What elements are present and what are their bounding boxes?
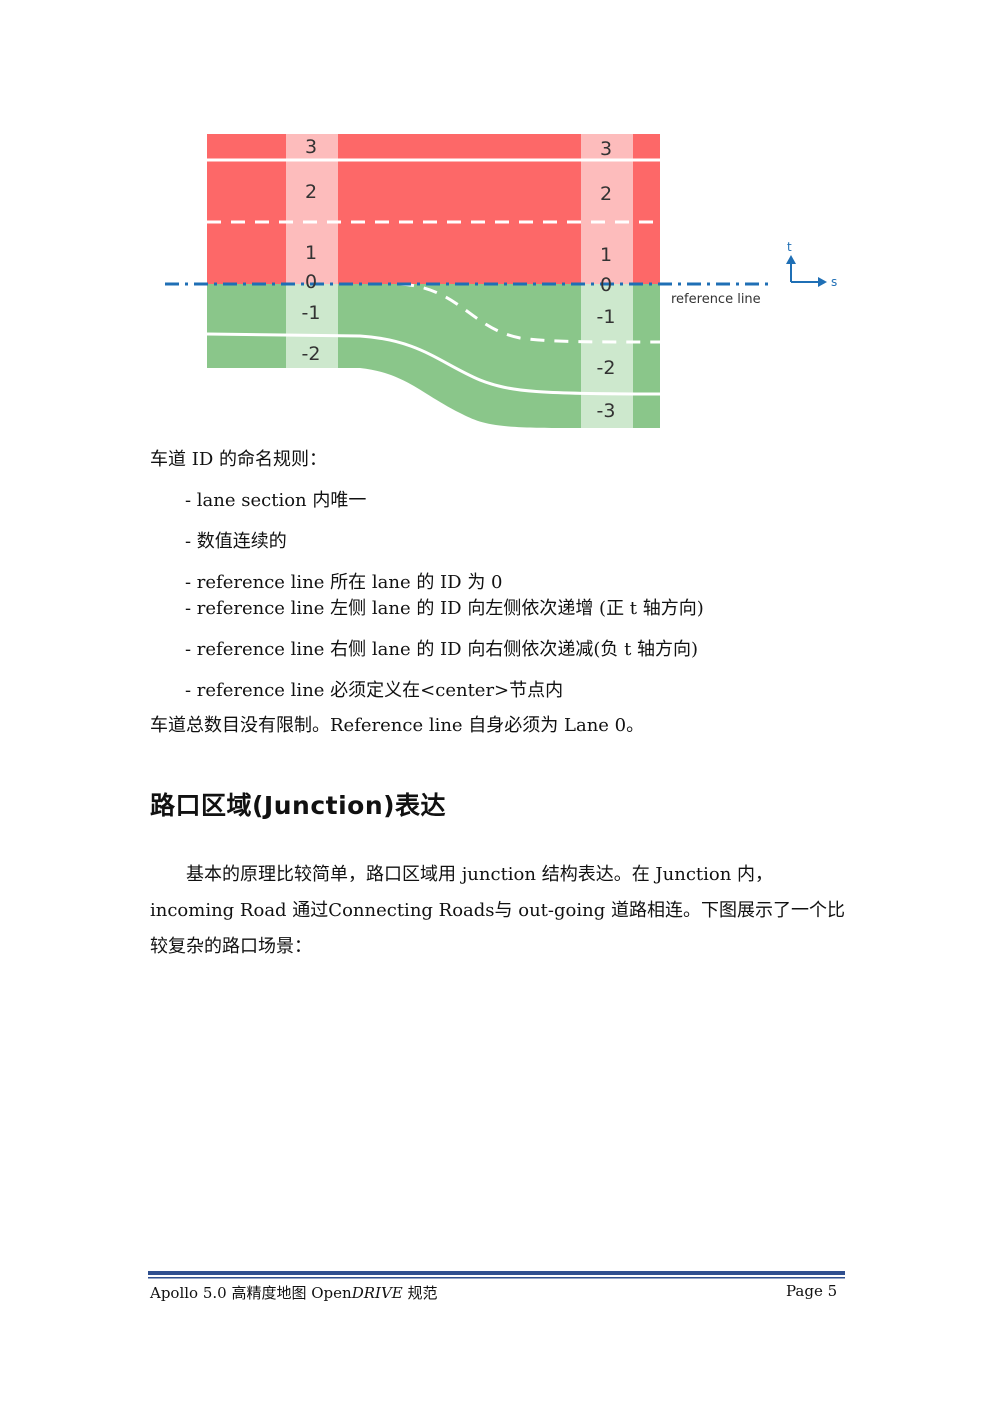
junction-paragraph: 基本的原理比较简单，路口区域用 junction 结构表达。在 Junction… [150,857,845,965]
lane-label-left-2: 2 [305,181,317,203]
lane-label-left-3: 3 [305,136,317,158]
lane-label-left-minus2: -2 [302,343,321,365]
axis-indicator [790,261,820,283]
lane-label-right-minus1: -1 [597,306,616,328]
footer-doc-title: Apollo 5.0 高精度地图 OpenDRIVE 规范 [150,1282,438,1303]
footer-title-suffix: 规范 [402,1284,438,1302]
lane-border-minus1-minus2 [206,332,661,396]
footer-rule [148,1271,845,1279]
rule-item: - reference line 必须定义在<center>节点内 [185,680,564,701]
footer-title-italic: DRIVE [351,1284,403,1302]
section-heading: 路口区域(Junction)表达 [150,791,447,820]
lane-label-right-3: 3 [600,138,612,160]
rule-item: - reference line 右侧 lane 的 ID 向右侧依次递减(负 … [185,639,699,660]
lane-label-left-1: 1 [305,242,317,264]
axis-s-arrow-icon [818,277,827,287]
rule-item: - lane section 内唯一 [185,490,367,511]
reference-line-label: reference line [671,292,761,307]
lane-id-diagram: 3 2 1 0 -1 -2 3 2 1 0 -1 -2 -3 reference… [165,134,837,428]
rule-item: - 数值连续的 [185,531,287,552]
lane-label-right-0: 0 [600,274,612,296]
summary-text: 车道总数目没有限制。Reference line 自身必须为 Lane 0。 [150,715,645,736]
lane-label-right-2: 2 [600,183,612,205]
rules-title: 车道 ID 的命名规则： [150,449,327,470]
lane-label-right-1: 1 [600,244,612,266]
lane-label-left-0: 0 [305,271,317,293]
lane-label-right-minus2: -2 [597,357,616,379]
label-band-right-bottom [581,284,633,428]
rule-item: - reference line 左侧 lane 的 ID 向左侧依次递增 (正… [185,598,704,619]
footer-title-prefix: Apollo 5.0 高精度地图 Open [150,1284,352,1302]
label-band-left-bottom [286,284,338,368]
axis-t-arrow-icon [786,255,796,264]
lane-border-minus1-dashed [399,282,661,344]
rule-item: - reference line 所在 lane 的 ID 为 0 [185,572,503,593]
footer-page-number: Page 5 [786,1282,838,1300]
axis-s-label: s [831,275,837,289]
lane-label-left-minus1: -1 [302,302,321,324]
junction-paragraph-text: 基本的原理比较简单，路口区域用 junction 结构表达。在 Junction… [150,864,845,957]
axis-t-label: t [787,240,792,254]
lane-label-right-minus3: -3 [597,400,616,422]
